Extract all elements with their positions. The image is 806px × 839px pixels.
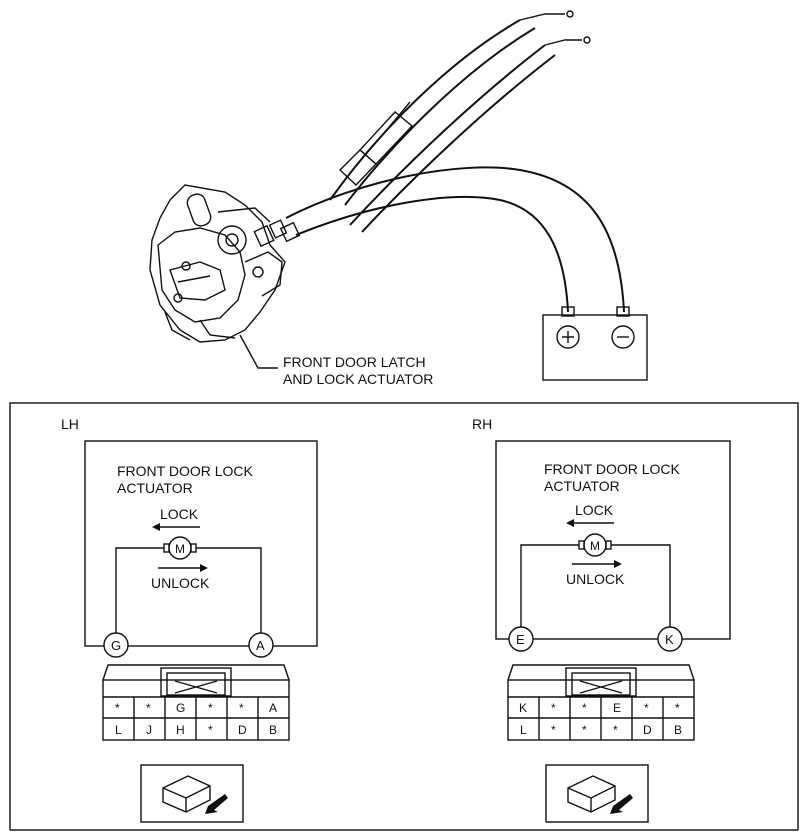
rh-pin-right: K bbox=[665, 632, 674, 647]
lh-cell-bottom-3: H bbox=[176, 723, 185, 737]
rh-cell-top-3: * bbox=[582, 701, 587, 715]
rh-cell-bottom-3: * bbox=[582, 723, 587, 737]
rh-cell-top-1: K bbox=[519, 701, 528, 715]
rh-title-line1: FRONT DOOR LOCK bbox=[544, 461, 680, 477]
rh-cell-bottom-1: L bbox=[520, 723, 527, 737]
rh-unlock-label: UNLOCK bbox=[566, 571, 625, 587]
rh-cell-bottom-4: * bbox=[613, 723, 618, 737]
rh-title-line2: ACTUATOR bbox=[544, 478, 620, 494]
rh-connector-view-icon bbox=[545, 764, 649, 823]
lh-connector-view-icon bbox=[140, 764, 244, 823]
rh-cell-bottom-5: D bbox=[643, 723, 652, 737]
lh-cell-bottom-5: D bbox=[238, 723, 247, 737]
lh-side-label: LH bbox=[61, 416, 79, 432]
lh-connector-face bbox=[102, 664, 290, 741]
lh-cell-top-2: * bbox=[146, 701, 151, 715]
lh-motor-label: M bbox=[175, 542, 185, 556]
lh-cell-bottom-4: * bbox=[208, 723, 213, 737]
schematic-frame bbox=[9, 402, 799, 831]
lh-cell-bottom-2: J bbox=[146, 723, 152, 737]
battery-symbol bbox=[542, 306, 648, 381]
lh-title-line1: FRONT DOOR LOCK bbox=[117, 463, 253, 479]
lh-pin-right: A bbox=[256, 638, 265, 653]
lh-cell-top-5: * bbox=[239, 701, 244, 715]
lh-cell-top-4: * bbox=[208, 701, 213, 715]
rh-cell-top-6: * bbox=[675, 701, 680, 715]
rh-cell-bottom-2: * bbox=[551, 723, 556, 737]
lh-cell-bottom-6: B bbox=[269, 723, 278, 737]
rh-pin-left: E bbox=[516, 632, 525, 647]
component-label-line1: FRONT DOOR LATCH bbox=[283, 354, 426, 370]
rh-motor-label: M bbox=[590, 539, 600, 553]
lh-unlock-label: UNLOCK bbox=[151, 575, 210, 591]
lh-cell-top-3: G bbox=[176, 701, 186, 715]
rh-cell-top-2: * bbox=[551, 701, 556, 715]
rh-cell-bottom-6: B bbox=[674, 723, 683, 737]
lh-cell-top-1: * bbox=[115, 701, 120, 715]
rh-cell-top-5: * bbox=[644, 701, 649, 715]
rh-schematic bbox=[495, 440, 731, 823]
rh-lock-label: LOCK bbox=[575, 502, 614, 518]
lh-cell-top-6: A bbox=[269, 701, 278, 715]
lh-title-line2: ACTUATOR bbox=[117, 480, 193, 496]
rh-cell-top-4: E bbox=[613, 701, 622, 715]
component-label-line2: AND LOCK ACTUATOR bbox=[283, 371, 434, 387]
lh-cell-bottom-1: L bbox=[115, 723, 122, 737]
lh-pin-left: G bbox=[111, 638, 122, 653]
lh-schematic bbox=[84, 440, 318, 823]
rh-connector-face bbox=[507, 664, 695, 741]
rh-side-label: RH bbox=[472, 416, 493, 432]
latch-actuator-illustration bbox=[149, 10, 648, 381]
lh-lock-label: LOCK bbox=[160, 506, 199, 522]
